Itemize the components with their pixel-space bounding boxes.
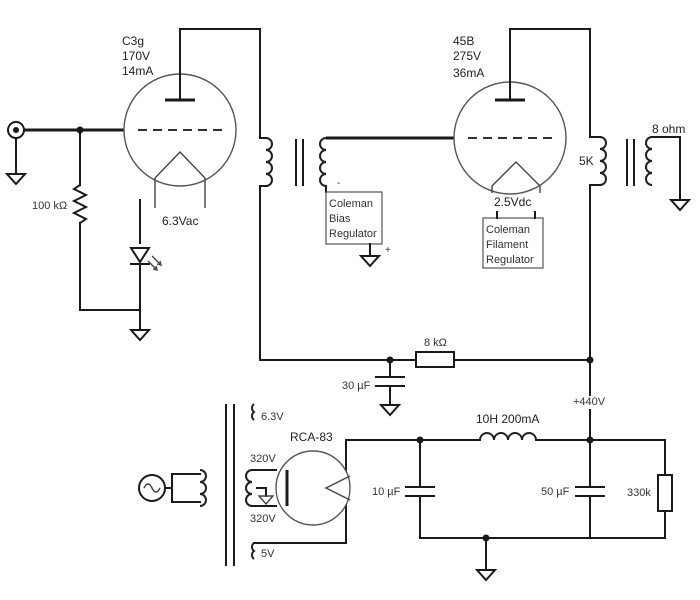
grid-resistor [71,183,89,225]
bias-regulator-plus: + [385,245,391,256]
capacitor-10uf [405,486,435,497]
bleeder-resistor-label: 330k [627,487,651,499]
45b-tube[interactable] [453,81,567,195]
output-primary-bplus-wire [589,184,601,396]
output-transformer-secondary-label: 8 ohm [652,122,685,136]
ground-symbol-speaker [668,199,692,212]
hv-winding-bottom-label: 320V [250,513,276,525]
filament-regulator-line-3: Regulator [486,254,534,266]
led-icon [129,247,162,271]
heater-winding-6v3 [251,403,256,421]
choke-label: 10H 200mA [476,412,539,426]
bias-regulator-line-3: Regulator [329,228,377,240]
bplus-label: +440V [573,396,606,408]
c3g-plate-wire [179,28,267,139]
45b-type-label: 45B [453,34,474,48]
45b-filament [491,161,541,187]
ground-symbol-hv-center-tap [257,495,275,506]
filament-regulator-box [482,217,544,269]
filament-regulator-leads [496,211,536,219]
hv-winding-top-label: 320V [250,453,276,465]
power-transformer-core [225,404,235,566]
cap-30-label: 30 µF [342,380,371,392]
filament-regulator-line-2: Filament [486,239,528,251]
c3g-type-label: C3g [122,34,144,48]
bias-regulator-line-2: Bias [329,213,351,225]
cap-10-label: 10 µF [372,486,401,498]
c3g-filament [154,150,206,179]
bias-regulator-line-1: Coleman [329,198,373,210]
rectifier-heater-label: 5V [261,548,275,560]
c3g-current-label: 14mA [122,64,153,78]
input-jack[interactable] [7,121,25,139]
ground-symbol-cap-30 [378,404,402,417]
output-transformer [599,136,653,186]
interstage-transformer [265,137,327,187]
rca-83-filament [324,475,351,501]
ground-symbol-led [128,329,152,342]
choke-inductor [479,432,537,441]
junction-dot [586,356,594,364]
ground-symbol-bias [358,255,382,268]
45b-plate-wire [509,28,601,138]
grid-resistor-return [79,222,141,311]
power-transformer-primary [199,469,207,507]
hv-center-tap [256,487,267,497]
c3g-filament-label: 6.3Vac [162,214,198,228]
c3g-voltage-label: 170V [122,49,150,63]
bias-regulator-box [325,191,383,245]
rectifier-label: RCA-83 [290,430,333,444]
capacitor-30uf [375,376,405,387]
choke-output-rail [535,439,666,476]
hv-winding [245,469,253,507]
rca-83-rectifier-tube[interactable] [275,450,351,526]
interstage-primary-return [259,185,267,361]
filament-regulator-line-1: Coleman [486,224,530,236]
cap-50-label: 50 µF [541,486,570,498]
c3g-tube[interactable] [123,73,237,208]
speaker-wire [651,136,681,201]
dropping-resistor-label: 8 kΩ [424,337,447,349]
bias-regulator-minus: - [337,178,340,189]
ground-symbol-supply [474,569,498,582]
ac-source-icon [138,474,166,502]
rectifier-heater-winding-5v [251,542,256,560]
capacitor-50uf [575,486,605,497]
45b-voltage-label: 275V [453,49,481,63]
output-transformer-primary-label: 5K [579,154,594,168]
45b-current-label: 36mA [453,66,484,80]
bleeder-resistor [657,474,673,512]
dropping-resistor [415,351,455,368]
mains-wires [164,473,201,503]
heater-winding-label: 6.3V [261,411,284,423]
ground-symbol-input [4,173,28,186]
grid-resistor-label: 100 kΩ [32,200,67,212]
45b-filament-label: 2.5Vdc [494,195,531,209]
